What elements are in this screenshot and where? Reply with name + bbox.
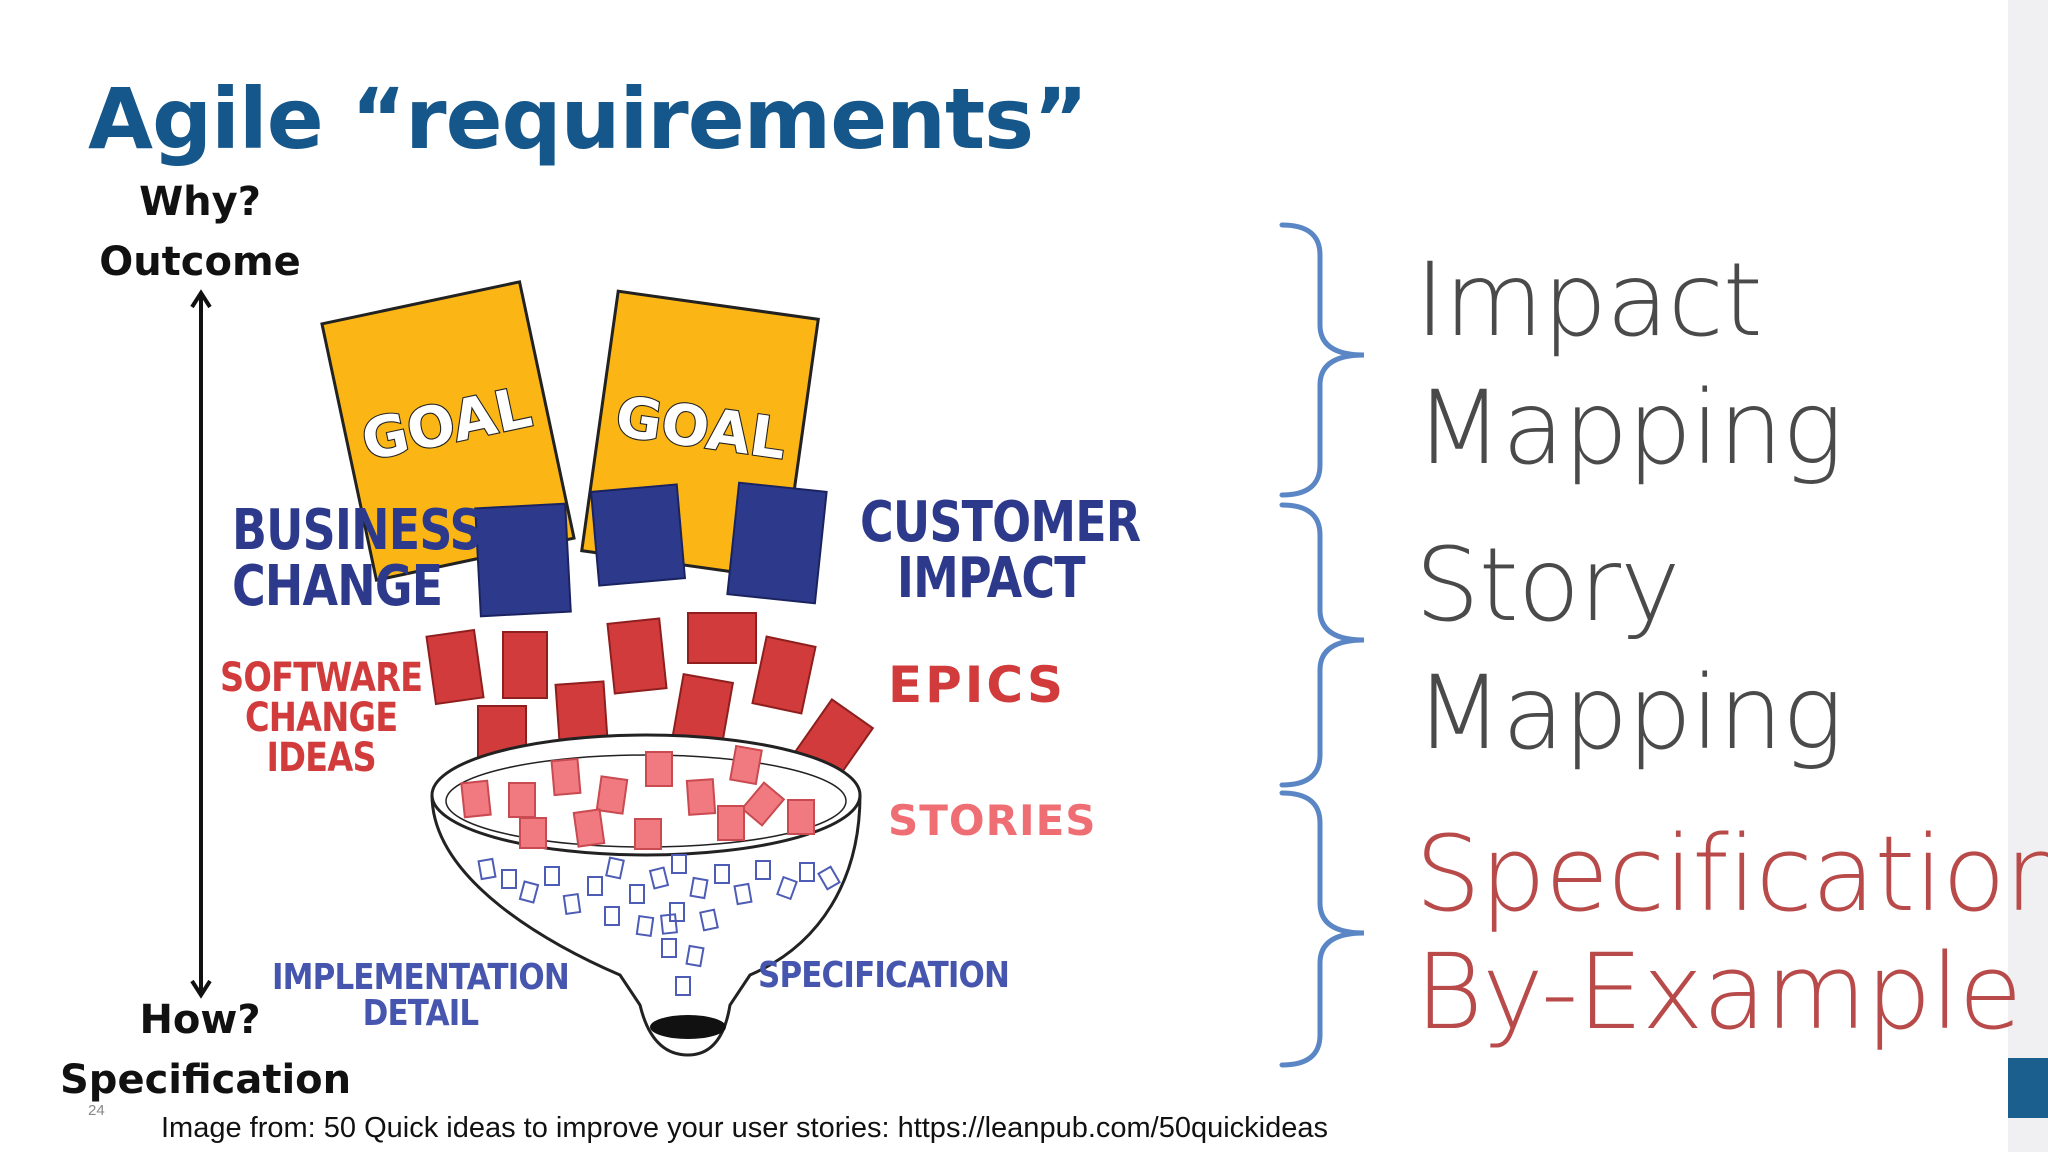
business-card-3 <box>726 481 828 605</box>
specification-stage-label: SPECIFICATION <box>758 955 1010 996</box>
story-cards <box>460 744 815 850</box>
customer-impact-label: CUSTOMER IMPACT <box>860 490 1141 611</box>
image-credit: Image from: 50 Quick ideas to improve yo… <box>161 1112 1329 1144</box>
why-how-arrow <box>190 289 212 999</box>
business-card-1 <box>474 502 572 618</box>
right-edge-accent <box>2008 1058 2048 1118</box>
impact-mapping-label: Impact Mapping <box>1415 241 1843 488</box>
epics-label: EPICS <box>888 656 1067 714</box>
business-card-2 <box>589 483 687 587</box>
slide-title: Agile “requirements” <box>88 70 1088 168</box>
software-change-ideas-label: SOFTWARE CHANGE IDEAS <box>220 655 423 781</box>
business-change-label: BUSINESS CHANGE <box>232 498 483 619</box>
how-question: How? <box>139 997 261 1043</box>
implementation-cards <box>477 854 841 996</box>
axis-bottom-label: How? Specification <box>60 990 352 1110</box>
requirements-funnel-illustration: GOAL GOAL <box>210 195 1140 1060</box>
why-question: Why? <box>139 179 261 225</box>
brace-story-mapping <box>1279 502 1365 788</box>
funnel-graphic: GOAL GOAL <box>320 280 875 1057</box>
stories-label: STORIES <box>888 796 1097 845</box>
axis-top-label: Why? Outcome <box>60 172 340 292</box>
story-mapping-label: Story Mapping <box>1415 526 1843 773</box>
brace-specification-by-example <box>1279 790 1365 1068</box>
specification-label: Specification <box>60 1057 352 1103</box>
brace-impact-mapping <box>1279 222 1365 498</box>
right-edge-strip <box>2008 0 2048 1152</box>
specification-by-example-label: Specification- By-Example <box>1415 813 2048 1053</box>
method-braces <box>1279 222 1365 1068</box>
outcome-label: Outcome <box>99 239 301 285</box>
slide-number: 24 <box>88 1102 105 1119</box>
implementation-detail-label: IMPLEMENTATION DETAIL <box>272 957 570 1034</box>
